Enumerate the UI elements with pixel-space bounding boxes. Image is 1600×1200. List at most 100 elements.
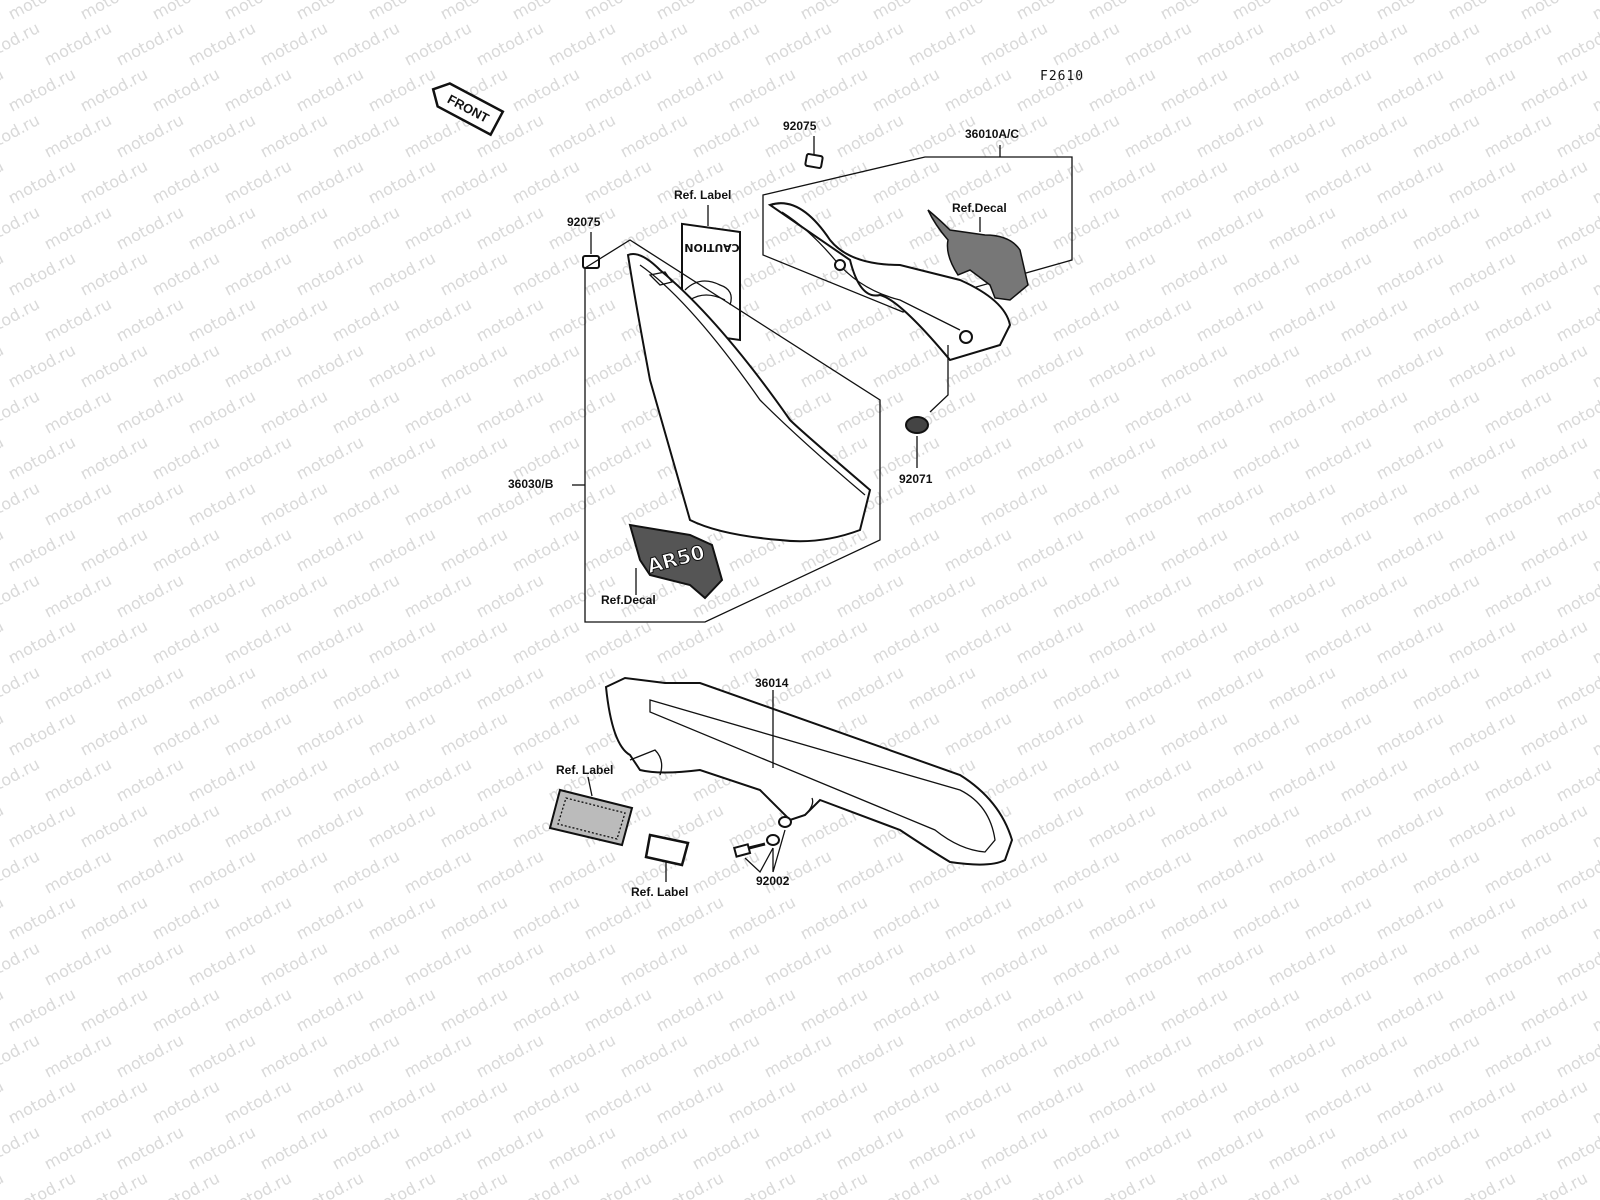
figure-code: F2610 bbox=[1040, 69, 1084, 84]
watermark-text: motod.ru bbox=[1481, 846, 1555, 897]
watermark-text: motod.ru bbox=[5, 248, 79, 299]
watermark-text: motod.ru bbox=[365, 64, 439, 115]
watermark-text: motod.ru bbox=[5, 616, 79, 667]
watermark-text: motod.ru bbox=[1193, 662, 1267, 713]
watermark-text: motod.ru bbox=[1013, 984, 1087, 1035]
watermark-text: motod.ru bbox=[41, 1030, 115, 1081]
watermark-text: motod.ru bbox=[797, 0, 871, 24]
watermark-text: motod.ru bbox=[1049, 1030, 1123, 1081]
watermark-text: motod.ru bbox=[149, 1076, 223, 1127]
watermark-text: motod.ru bbox=[1553, 1122, 1600, 1173]
watermark-text: motod.ru bbox=[1373, 892, 1447, 943]
watermark-text: motod.ru bbox=[1517, 1076, 1591, 1127]
watermark-text: motod.ru bbox=[1373, 1076, 1447, 1127]
watermark-text: motod.ru bbox=[437, 616, 511, 667]
watermark-text: motod.ru bbox=[221, 248, 295, 299]
watermark-text: motod.ru bbox=[1301, 1168, 1375, 1200]
watermark-text: motod.ru bbox=[221, 800, 295, 851]
watermark-text: motod.ru bbox=[689, 938, 763, 989]
watermark-text: motod.ru bbox=[1445, 156, 1519, 207]
watermark-text: motod.ru bbox=[365, 1076, 439, 1127]
watermark-text: motod.ru bbox=[1481, 1122, 1555, 1173]
watermark-text: motod.ru bbox=[41, 938, 115, 989]
watermark-text: motod.ru bbox=[1373, 248, 1447, 299]
watermark-text: motod.ru bbox=[0, 340, 7, 391]
watermark-text: motod.ru bbox=[1085, 800, 1159, 851]
watermark-text: motod.ru bbox=[1049, 846, 1123, 897]
watermark-text: motod.ru bbox=[977, 1030, 1051, 1081]
watermark-text: motod.ru bbox=[1121, 478, 1195, 529]
watermark-text: motod.ru bbox=[1013, 892, 1087, 943]
watermark-text: motod.ru bbox=[1517, 800, 1591, 851]
watermark-text: motod.ru bbox=[581, 984, 655, 1035]
watermark-text: motod.ru bbox=[1229, 892, 1303, 943]
watermark-text: motod.ru bbox=[1013, 1168, 1087, 1200]
watermark-text: motod.ru bbox=[509, 708, 583, 759]
watermark-text: motod.ru bbox=[0, 64, 7, 115]
ref-decal-right bbox=[927, 209, 1029, 301]
watermark-text: motod.ru bbox=[1085, 984, 1159, 1035]
watermark-text: motod.ru bbox=[1121, 18, 1195, 69]
watermark-text: motod.ru bbox=[365, 340, 439, 391]
watermark-text: motod.ru bbox=[905, 570, 979, 621]
watermark-text: motod.ru bbox=[1301, 0, 1375, 24]
watermark-text: motod.ru bbox=[1589, 616, 1600, 667]
watermark-text: motod.ru bbox=[1121, 938, 1195, 989]
watermark-text: motod.ru bbox=[149, 248, 223, 299]
watermark-text: motod.ru bbox=[1157, 984, 1231, 1035]
watermark-text: motod.ru bbox=[545, 938, 619, 989]
watermark-text: motod.ru bbox=[1553, 846, 1600, 897]
watermark-text: motod.ru bbox=[905, 938, 979, 989]
label-36010: 36010A/C bbox=[965, 127, 1019, 141]
watermark-text: motod.ru bbox=[509, 892, 583, 943]
watermark-text: motod.ru bbox=[401, 386, 475, 437]
bolt-92002 bbox=[732, 842, 766, 858]
watermark-text: motod.ru bbox=[977, 570, 1051, 621]
watermark-text: motod.ru bbox=[1013, 156, 1087, 207]
watermark-text: motod.ru bbox=[509, 340, 583, 391]
watermark-text: motod.ru bbox=[257, 662, 331, 713]
watermark-text: motod.ru bbox=[185, 754, 259, 805]
watermark-text: motod.ru bbox=[293, 156, 367, 207]
watermark-text: motod.ru bbox=[1265, 662, 1339, 713]
watermark-text: motod.ru bbox=[401, 846, 475, 897]
watermark-text: motod.ru bbox=[1229, 616, 1303, 667]
chain-case-36014 bbox=[604, 676, 1014, 866]
watermark-text: motod.ru bbox=[77, 340, 151, 391]
watermark-text: motod.ru bbox=[1193, 754, 1267, 805]
watermark-text: motod.ru bbox=[293, 800, 367, 851]
watermark-text: motod.ru bbox=[725, 984, 799, 1035]
watermark-text: motod.ru bbox=[1229, 340, 1303, 391]
watermark-text: motod.ru bbox=[365, 432, 439, 483]
watermark-text: motod.ru bbox=[869, 156, 943, 207]
watermark-text: motod.ru bbox=[725, 1076, 799, 1127]
watermark-text: motod.ru bbox=[437, 984, 511, 1035]
watermark-text: motod.ru bbox=[1553, 938, 1600, 989]
clip-92075-top bbox=[804, 153, 824, 169]
watermark-text: motod.ru bbox=[1553, 294, 1600, 345]
watermark-text: motod.ru bbox=[437, 800, 511, 851]
watermark-text: motod.ru bbox=[1481, 18, 1555, 69]
watermark-text: motod.ru bbox=[725, 156, 799, 207]
label-ref-label-top: Ref. Label bbox=[674, 188, 731, 202]
watermark-text: motod.ru bbox=[1301, 340, 1375, 391]
watermark-text: motod.ru bbox=[1049, 662, 1123, 713]
watermark-text: motod.ru bbox=[1301, 800, 1375, 851]
side-cover-right bbox=[767, 202, 1012, 362]
watermark-text: motod.ru bbox=[41, 570, 115, 621]
watermark-text: motod.ru bbox=[1517, 524, 1591, 575]
watermark-text: motod.ru bbox=[149, 340, 223, 391]
side-cover-left bbox=[626, 253, 872, 543]
watermark-text: motod.ru bbox=[365, 616, 439, 667]
watermark-text: motod.ru bbox=[1157, 432, 1231, 483]
watermark-text: motod.ru bbox=[1481, 754, 1555, 805]
watermark-text: motod.ru bbox=[1409, 570, 1483, 621]
watermark-text: motod.ru bbox=[725, 0, 799, 24]
watermark-text: motod.ru bbox=[509, 616, 583, 667]
watermark-text: motod.ru bbox=[113, 1122, 187, 1173]
watermark-text: motod.ru bbox=[257, 110, 331, 161]
watermark-text: motod.ru bbox=[1337, 754, 1411, 805]
watermark-text: motod.ru bbox=[833, 110, 907, 161]
watermark-text: motod.ru bbox=[977, 1122, 1051, 1173]
